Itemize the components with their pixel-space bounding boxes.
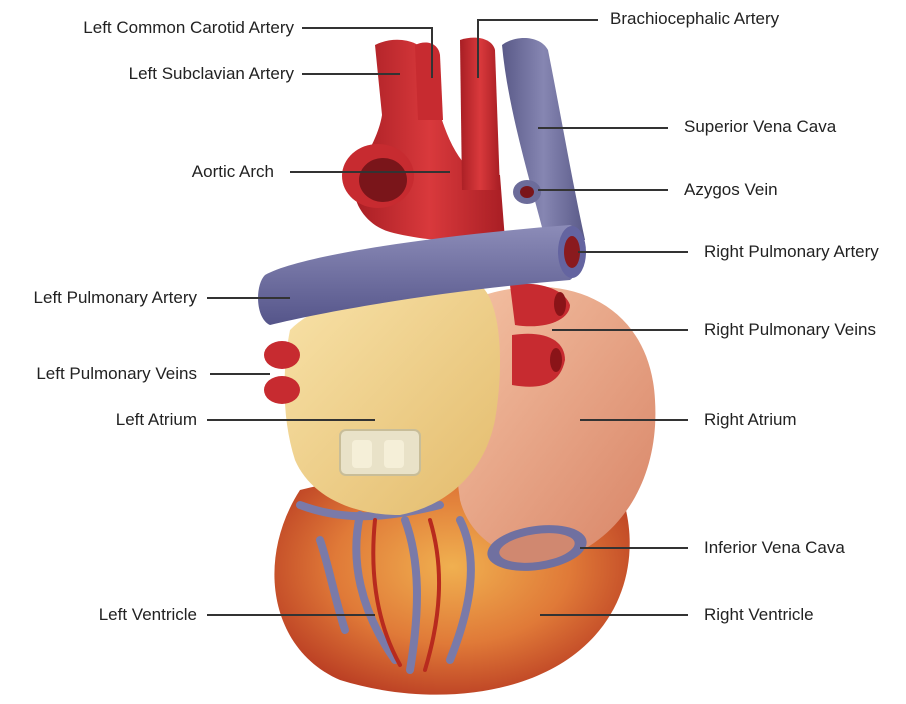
label-azygos-vein: Azygos Vein xyxy=(684,180,778,200)
label-brachiocephalic-artery: Brachiocephalic Artery xyxy=(610,9,779,29)
label-left-subclavian-artery: Left Subclavian Artery xyxy=(129,64,294,84)
label-left-common-carotid-artery: Left Common Carotid Artery xyxy=(83,18,294,38)
label-aortic-arch: Aortic Arch xyxy=(192,162,274,182)
label-inferior-vena-cava: Inferior Vena Cava xyxy=(704,538,845,558)
superior-vena-cava xyxy=(502,38,585,250)
label-left-pulmonary-veins: Left Pulmonary Veins xyxy=(36,364,197,384)
label-superior-vena-cava: Superior Vena Cava xyxy=(684,117,836,137)
label-left-pulmonary-artery: Left Pulmonary Artery xyxy=(34,288,197,308)
label-left-ventricle: Left Ventricle xyxy=(99,605,197,625)
label-right-ventricle: Right Ventricle xyxy=(704,605,814,625)
label-right-pulmonary-veins: Right Pulmonary Veins xyxy=(704,320,876,340)
label-right-atrium: Right Atrium xyxy=(704,410,797,430)
label-left-atrium: Left Atrium xyxy=(116,410,197,430)
label-right-pulmonary-artery: Right Pulmonary Artery xyxy=(704,242,879,262)
